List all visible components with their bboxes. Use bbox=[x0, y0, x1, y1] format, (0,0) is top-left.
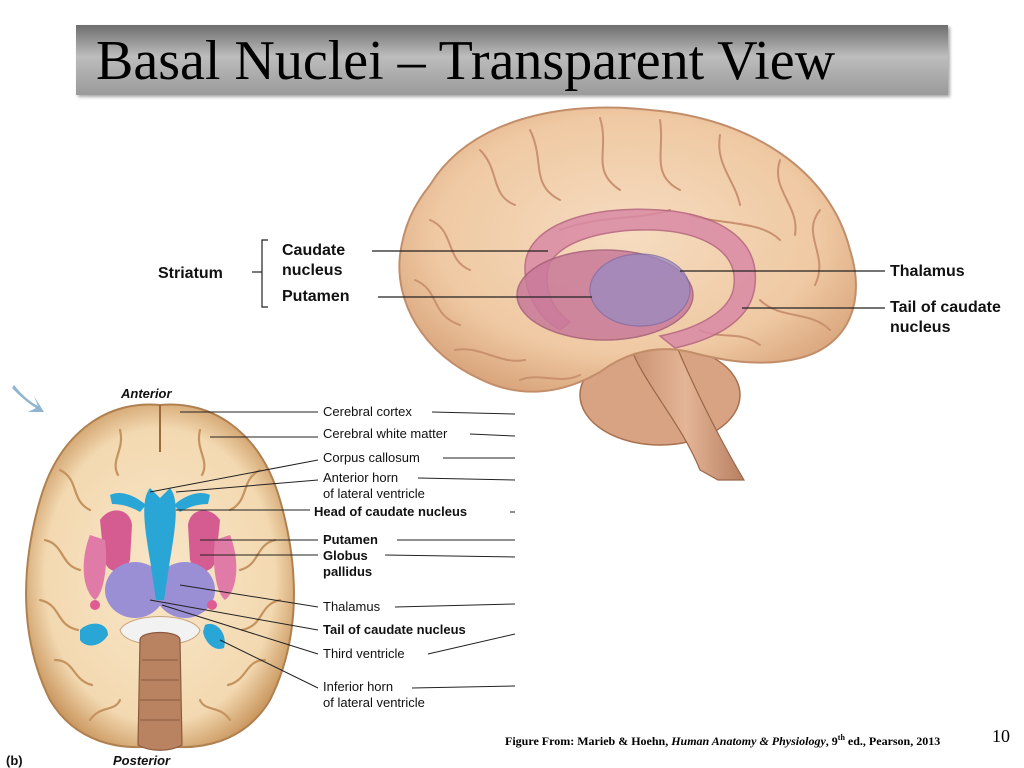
label-cerebral-white-matter: Cerebral white matter bbox=[323, 426, 448, 441]
figure-citation: Figure From: Marieb & Hoehn, Human Anato… bbox=[505, 730, 965, 749]
label-anterior-horn-line1: Anterior horn bbox=[323, 470, 398, 485]
slide-title: Basal Nuclei – Transparent View bbox=[96, 30, 836, 92]
label-anterior: Anterior bbox=[120, 386, 173, 401]
label-anterior-horn-line2: of lateral ventricle bbox=[323, 486, 425, 501]
label-panel-b: (b) bbox=[6, 753, 23, 768]
lateral-leader-lines bbox=[252, 239, 885, 309]
label-caudate-nucleus-line2: nucleus bbox=[282, 262, 343, 279]
label-thalamus-horizontal: Thalamus bbox=[323, 599, 381, 614]
label-cerebral-cortex: Cerebral cortex bbox=[323, 404, 412, 419]
label-tail-of-caudate-line1: Tail of caudate bbox=[890, 299, 1001, 316]
title-bar bbox=[76, 25, 948, 95]
citation-publisher: ed., Pearson, 2013 bbox=[844, 734, 941, 748]
label-thalamus: Thalamus bbox=[890, 263, 965, 280]
horizontal-labels: Anterior Posterior (b) Cerebral cortex C… bbox=[6, 386, 467, 768]
horizontal-leader-lines bbox=[149, 411, 516, 689]
label-corpus-callosum: Corpus callosum bbox=[323, 450, 420, 465]
label-head-of-caudate-nucleus: Head of caudate nucleus bbox=[314, 504, 467, 519]
citation-edition: , 9 bbox=[825, 734, 838, 748]
citation-edition-suffix: th bbox=[837, 733, 845, 742]
lateral-brain-illustration bbox=[398, 106, 857, 481]
label-globus-pallidus-line2: pallidus bbox=[323, 564, 372, 579]
label-striatum: Striatum bbox=[158, 265, 223, 282]
label-posterior: Posterior bbox=[113, 753, 171, 768]
label-tail-of-caudate-nucleus-horizontal: Tail of caudate nucleus bbox=[323, 622, 466, 637]
page-number: 10 bbox=[992, 726, 1010, 746]
label-inferior-horn-line2: of lateral ventricle bbox=[323, 695, 425, 710]
label-third-ventricle: Third ventricle bbox=[323, 646, 405, 661]
orientation-arrow-icon bbox=[12, 385, 44, 412]
label-tail-of-caudate-line2: nucleus bbox=[890, 319, 951, 336]
label-putamen-horizontal: Putamen bbox=[323, 532, 378, 547]
lateral-labels: Striatum Caudate nucleus Putamen Thalamu… bbox=[158, 242, 1001, 336]
label-caudate-nucleus-line1: Caudate bbox=[282, 242, 345, 259]
label-putamen: Putamen bbox=[282, 288, 350, 305]
label-globus-pallidus-line1: Globus bbox=[323, 548, 368, 563]
horizontal-section-illustration bbox=[25, 403, 295, 751]
label-inferior-horn-line1: Inferior horn bbox=[323, 679, 393, 694]
citation-prefix: Figure From: Marieb & Hoehn, bbox=[505, 734, 672, 748]
citation-book-title: Human Anatomy & Physiology bbox=[671, 734, 826, 748]
